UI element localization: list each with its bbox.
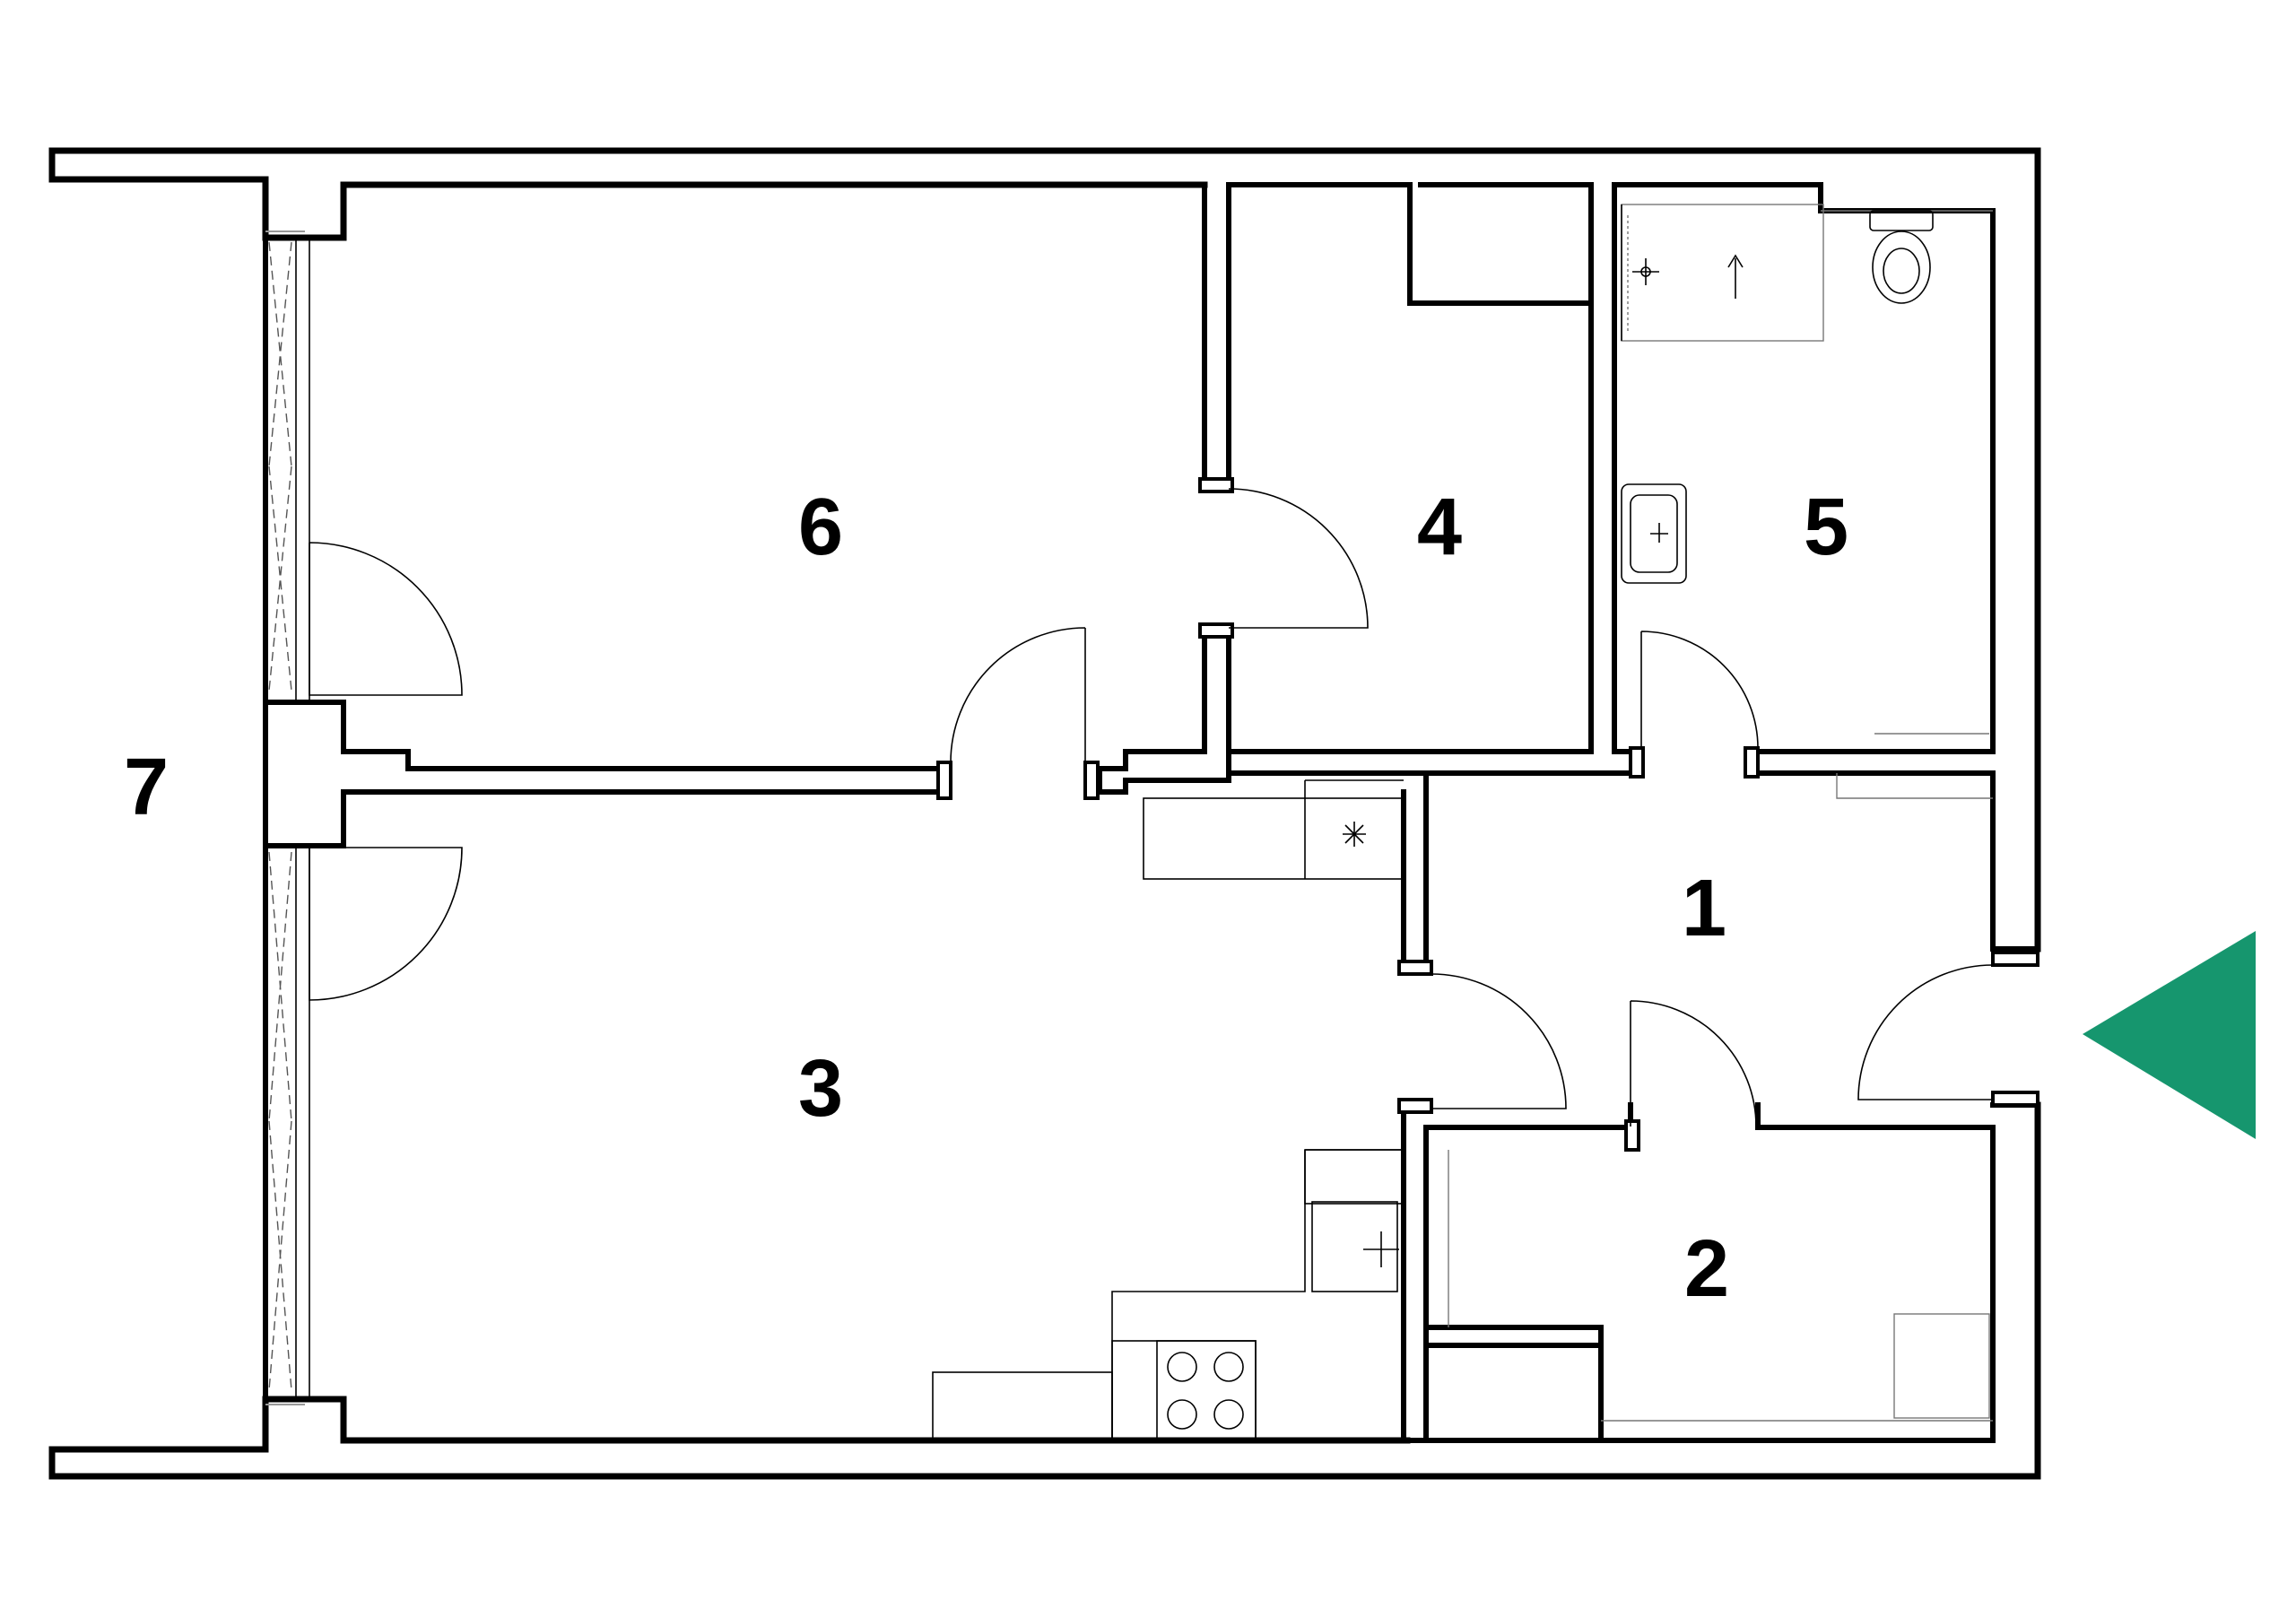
door-swing-balcony-upper[interactable]	[309, 542, 463, 696]
door-swing-room-2[interactable]	[1630, 1000, 1757, 1127]
cooktop-icon	[1156, 1340, 1257, 1441]
hallway-fixtures	[1836, 773, 1993, 799]
room-number-4: 4	[1417, 483, 1462, 572]
entrance-arrow-icon	[2083, 931, 2256, 1139]
upper-counter	[1143, 797, 1405, 880]
door-swing-balcony-lower[interactable]	[309, 847, 463, 1001]
shower-tray	[1621, 204, 1824, 342]
door-swing-room-6[interactable]	[950, 627, 1086, 763]
kitchen-sink-icon	[1311, 1201, 1399, 1292]
washbasin-icon	[1621, 483, 1687, 584]
interior-walls	[1097, 182, 2040, 1443]
door-swing-room-3[interactable]	[1431, 973, 1567, 1109]
balcony-glazing	[265, 231, 310, 1405]
toilet-icon	[1869, 210, 1934, 304]
arrow-up-icon	[1727, 254, 1744, 299]
room-number-7: 7	[124, 743, 169, 832]
door-swing-entrance[interactable]	[1857, 964, 1994, 1100]
room-number-6: 6	[798, 483, 843, 572]
room-number-5: 5	[1804, 483, 1848, 572]
door-swing-room-4[interactable]	[1228, 488, 1369, 629]
kitchen-fixtures	[932, 779, 1405, 1441]
room-number-3: 3	[798, 1044, 843, 1134]
door-jambs	[936, 477, 2039, 1152]
fridge-snowflake-icon	[1343, 822, 1366, 847]
bathroom-fixtures	[1621, 204, 1993, 735]
shower-drain-icon	[1632, 258, 1659, 285]
lower-counter	[932, 1371, 1113, 1441]
room-number-2: 2	[1684, 1224, 1729, 1314]
room-2-fixtures	[1448, 1150, 1993, 1422]
door-swings	[309, 488, 1994, 1127]
room-labels: 1 2 3 4 5 6 7	[124, 483, 1848, 1314]
room-number-1: 1	[1682, 864, 1726, 953]
outer-walls	[48, 147, 2041, 1480]
door-swing-room-5[interactable]	[1640, 631, 1759, 749]
